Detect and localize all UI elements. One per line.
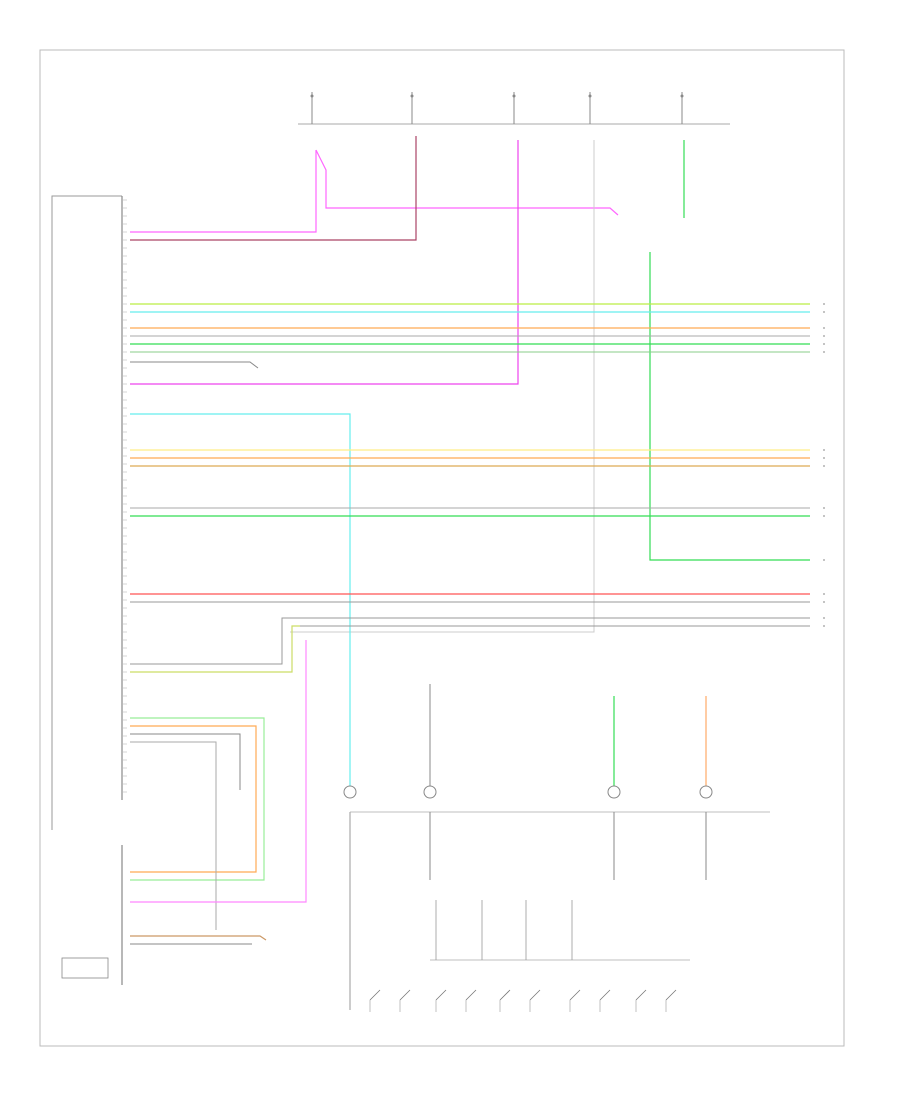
- wire-cyan-signal: [130, 413, 351, 786]
- terminal-dot: [823, 335, 825, 337]
- connector-c3: [607, 785, 621, 799]
- terminal-dot: [823, 617, 825, 619]
- wire-grey-drop-1: [130, 617, 290, 665]
- switch-contact: [499, 989, 511, 1001]
- wire-ground-stub: [130, 361, 259, 369]
- wire-pink-branch: [315, 149, 619, 216]
- connector-c2: [423, 785, 437, 799]
- wire-green-right: [649, 252, 810, 561]
- fuse-row: [298, 92, 730, 125]
- connector-c4: [699, 785, 713, 799]
- aux-jack-box: [61, 957, 109, 979]
- wire-aux-green: [130, 717, 265, 881]
- terminal-dot: [823, 311, 825, 313]
- right-terminals: [823, 303, 825, 627]
- switch-contact: [369, 989, 381, 1001]
- terminal-dot: [823, 343, 825, 345]
- wire-red-battery: [130, 136, 417, 241]
- wire-aux-grey: [130, 733, 241, 790]
- fuse-5: [680, 92, 684, 124]
- switch-contact: [599, 989, 611, 1001]
- switch-contact: [569, 989, 581, 1001]
- wire-aux-orange: [130, 725, 257, 873]
- wire-harness: [130, 136, 810, 1010]
- connector-c1: [343, 785, 357, 799]
- wire-aux-grey-2: [130, 741, 217, 930]
- terminal-dot: [823, 601, 825, 603]
- wire-yellow-drop: [130, 625, 300, 673]
- module-pin-ticks: [122, 199, 127, 793]
- terminal-dot: [823, 351, 825, 353]
- switch-contact: [399, 989, 411, 1001]
- fuse-3: [512, 92, 516, 124]
- switch-contact: [435, 989, 447, 1001]
- wire-magenta-acc: [130, 140, 519, 385]
- aux-module: [61, 845, 123, 985]
- terminal-dot: [823, 507, 825, 509]
- switch-contact: [465, 989, 477, 1001]
- terminal-dot: [823, 593, 825, 595]
- fuse-2: [410, 92, 414, 124]
- diagram-frame: [39, 49, 845, 1047]
- switch-contact: [665, 989, 677, 1001]
- terminal-dot: [823, 457, 825, 459]
- terminal-dot: [823, 515, 825, 517]
- radio-module: [51, 195, 127, 830]
- fuse-4: [588, 92, 592, 124]
- switch-contact: [635, 989, 647, 1001]
- wire-aux-brown: [130, 935, 267, 941]
- terminal-dot: [823, 327, 825, 329]
- module-outline: [51, 195, 122, 830]
- terminal-dot: [823, 559, 825, 561]
- wire-aux-pink: [130, 640, 307, 903]
- lower-connectors: [343, 785, 713, 799]
- switch-contact: [529, 989, 541, 1001]
- terminal-dot: [823, 465, 825, 467]
- terminal-dot: [823, 303, 825, 305]
- wire-grey-long: [290, 140, 595, 633]
- fuse-1: [310, 92, 314, 124]
- terminal-dot: [823, 449, 825, 451]
- wire-pink-power: [130, 150, 317, 233]
- terminal-dot: [823, 625, 825, 627]
- steering-switches: [369, 900, 677, 1012]
